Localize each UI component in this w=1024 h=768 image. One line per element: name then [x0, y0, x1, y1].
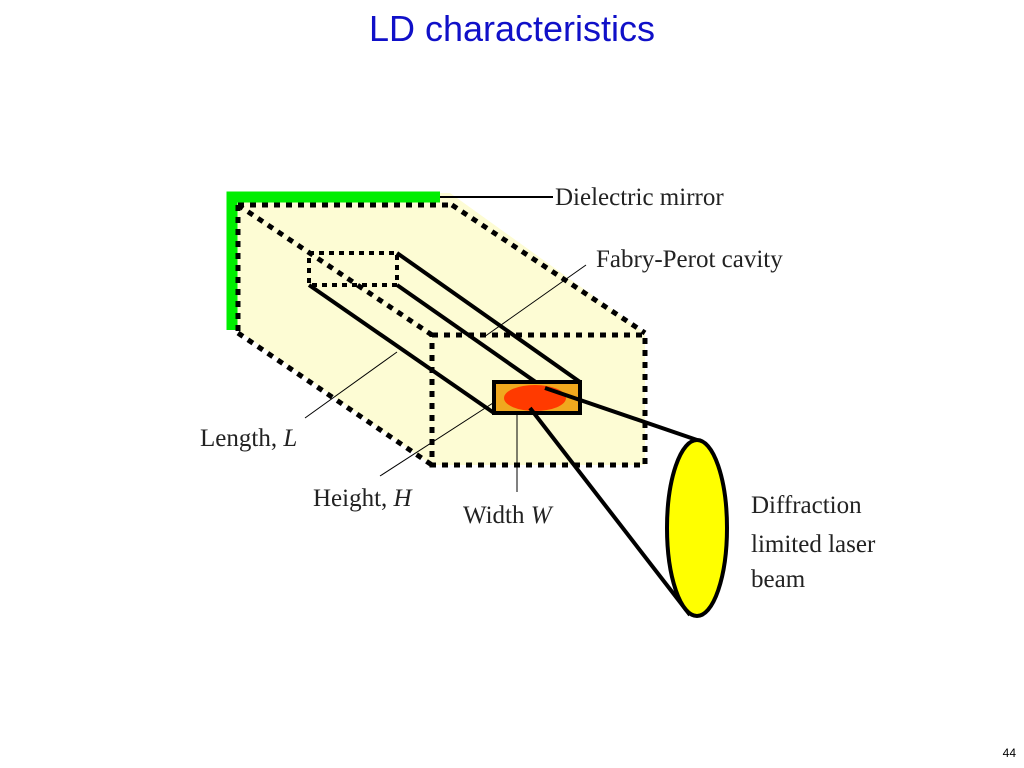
label-beam-line2: limited laser	[751, 531, 876, 558]
label-height: Height, H	[313, 485, 414, 512]
label-length-var: L	[282, 425, 297, 452]
label-length: Length, L	[200, 425, 297, 452]
page-number: 44	[1002, 746, 1016, 760]
beam-spot	[665, 438, 729, 618]
label-length-text: Length,	[200, 425, 283, 452]
label-width: Width W	[463, 502, 554, 529]
label-beam-line1: Diffraction	[751, 492, 862, 519]
label-width-text: Width	[463, 502, 531, 529]
chip-outline	[235, 202, 648, 468]
label-height-text: Height,	[313, 485, 394, 512]
label-dielectric-mirror: Dielectric mirror	[555, 184, 724, 211]
emission-spot	[504, 385, 566, 411]
beam-lines	[528, 386, 701, 617]
label-fabry-perot-cavity: Fabry-Perot cavity	[596, 246, 783, 273]
slide-title: LD characteristics	[368, 8, 656, 49]
label-beam-line3: beam	[751, 566, 806, 593]
label-height-var: H	[393, 485, 414, 512]
leader-lines	[304, 196, 587, 492]
dielectric-mirror	[226, 191, 440, 330]
cavity-back-end	[307, 251, 399, 287]
label-width-var: W	[531, 502, 554, 529]
